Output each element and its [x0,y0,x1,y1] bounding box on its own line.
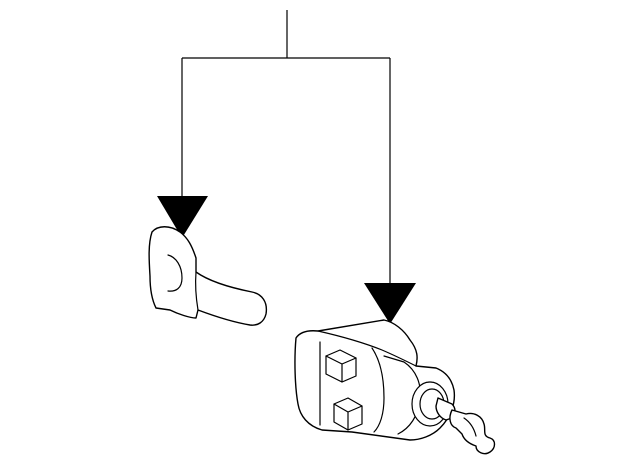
leader-lines [181,10,391,283]
handle-part [148,226,268,326]
actuator-body-curve [371,347,385,433]
actuator-part [294,319,496,455]
arrowhead-left [157,196,208,238]
handle-contour [167,254,183,292]
actuator-top-edge [317,330,417,367]
actuator-lever [449,409,496,455]
connector-box-bottom-edge [333,403,363,431]
actuator-lever-detail [463,417,477,437]
connector-box-top-edge [325,355,357,383]
door-handle-icon [148,226,268,326]
arrowhead-right [364,283,416,324]
connector-box-top [325,349,357,383]
handle-edge [195,271,199,311]
